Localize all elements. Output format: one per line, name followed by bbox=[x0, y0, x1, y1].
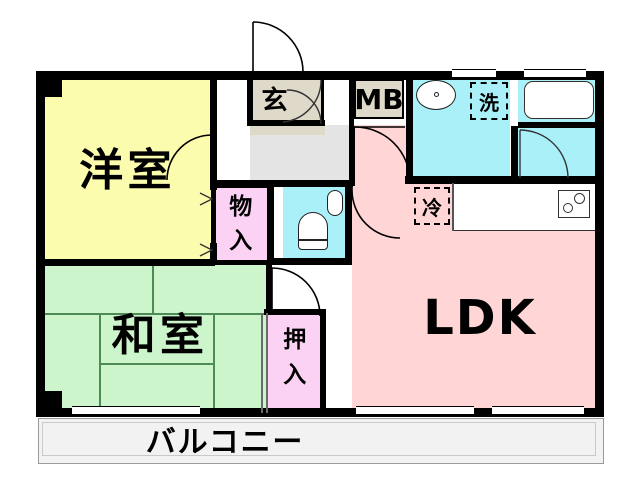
wall-ldk-left-upper bbox=[349, 126, 355, 186]
balcony-label: バルコニー bbox=[110, 426, 340, 460]
washbasin-drain bbox=[434, 92, 439, 97]
fridge-space-tag: 冷 bbox=[414, 187, 450, 225]
wall-genkan-right bbox=[321, 75, 324, 125]
wall-oshiire-right bbox=[320, 309, 326, 413]
wall-oshiire-top bbox=[264, 309, 326, 315]
washitsu-text: 和室 bbox=[111, 310, 209, 361]
toilet-bowl bbox=[298, 212, 328, 250]
closet-label-oshiire-2: 入 bbox=[279, 360, 311, 390]
wall-toilet-left bbox=[267, 183, 274, 265]
closet-monoire-fill bbox=[215, 185, 267, 263]
room-washitsu-fill bbox=[40, 265, 268, 413]
oshiire-char-1: 押 bbox=[283, 326, 307, 353]
wall-washroom-bottom bbox=[405, 176, 604, 184]
balcony-text: バルコニー bbox=[145, 425, 305, 460]
wall-left bbox=[36, 71, 45, 417]
wall-toilet-bottom bbox=[267, 258, 352, 265]
room-label-ldk: LDK bbox=[405, 290, 555, 346]
washer-space-tag: 洗 bbox=[470, 82, 508, 120]
wall-mb-left bbox=[349, 71, 354, 126]
tatami-seam-v3 bbox=[213, 313, 215, 413]
entrance-label: 玄 bbox=[258, 85, 292, 117]
yoshitsu-text: 洋室 bbox=[79, 145, 176, 196]
sash-washitsu bbox=[72, 406, 200, 415]
wall-bathroom-left-upper bbox=[511, 71, 518, 79]
meter-box-tag: MB bbox=[354, 79, 404, 119]
kitchen-counter-edge bbox=[452, 183, 454, 231]
washer-space-label: 洗 bbox=[479, 90, 499, 115]
wall-right bbox=[595, 71, 604, 417]
window-bathroom-top bbox=[524, 69, 586, 78]
tatami-seam-h1 bbox=[40, 313, 268, 315]
tatami-seam-v1 bbox=[152, 265, 154, 313]
sash-ldk-right bbox=[492, 406, 584, 415]
genkan-text: 玄 bbox=[261, 86, 289, 116]
ldk-text: LDK bbox=[423, 290, 537, 346]
monoire-char-1: 物 bbox=[229, 193, 253, 220]
wall-bathroom-left bbox=[511, 126, 518, 180]
wall-corridor-top bbox=[247, 120, 325, 126]
toilet-seat-line bbox=[298, 239, 328, 241]
monoire-char-2: 入 bbox=[229, 227, 253, 254]
bathtub bbox=[524, 81, 594, 119]
corner-block-bottom-left bbox=[40, 391, 62, 413]
window-washroom-top bbox=[452, 69, 496, 78]
sash-ldk-left bbox=[356, 406, 474, 415]
closet-label-monoire-2: 入 bbox=[225, 226, 257, 256]
meter-box-label: MB bbox=[354, 82, 404, 116]
wall-bathtub-bottom bbox=[518, 122, 600, 128]
wall-monoire-top bbox=[211, 183, 271, 188]
wall-top bbox=[36, 71, 604, 80]
oshiire-char-2: 入 bbox=[283, 361, 307, 388]
stove-burner-small bbox=[563, 203, 573, 213]
wall-entrance-left bbox=[247, 71, 253, 126]
wall-monoire-bottom bbox=[211, 260, 271, 265]
wall-corridor-bottom bbox=[213, 180, 353, 187]
room-yoshitsu-fill bbox=[40, 75, 215, 265]
wall-toilet-right bbox=[345, 183, 352, 265]
toilet-hand-sink bbox=[327, 190, 343, 216]
wall-oshiire-left bbox=[266, 313, 268, 413]
fridge-space-label: 冷 bbox=[422, 195, 442, 220]
stove-burner-large bbox=[574, 193, 585, 204]
closet-oshiire-fill bbox=[268, 313, 323, 413]
room-label-yoshitsu: 洋室 bbox=[60, 145, 195, 197]
tatami-seam-h2 bbox=[99, 363, 213, 365]
room-ldk-fill-upper bbox=[352, 125, 412, 185]
balcony-inner-edge bbox=[42, 422, 596, 456]
entrance-step-fill bbox=[323, 75, 351, 125]
door-oshiire-track bbox=[261, 313, 263, 413]
room-label-washitsu: 和室 bbox=[95, 310, 225, 362]
wall-washroom-left bbox=[406, 71, 413, 183]
wall-washitsu-right bbox=[266, 265, 272, 313]
wall-yoshitsu-right bbox=[210, 75, 217, 190]
corner-block-top-left bbox=[40, 75, 62, 97]
balcony-area bbox=[38, 418, 604, 464]
closet-label-oshiire-1: 押 bbox=[279, 325, 311, 355]
closet-label-monoire-1: 物 bbox=[225, 192, 257, 222]
wall-monoire-left bbox=[211, 183, 216, 265]
wall-between-rooms bbox=[40, 259, 215, 266]
